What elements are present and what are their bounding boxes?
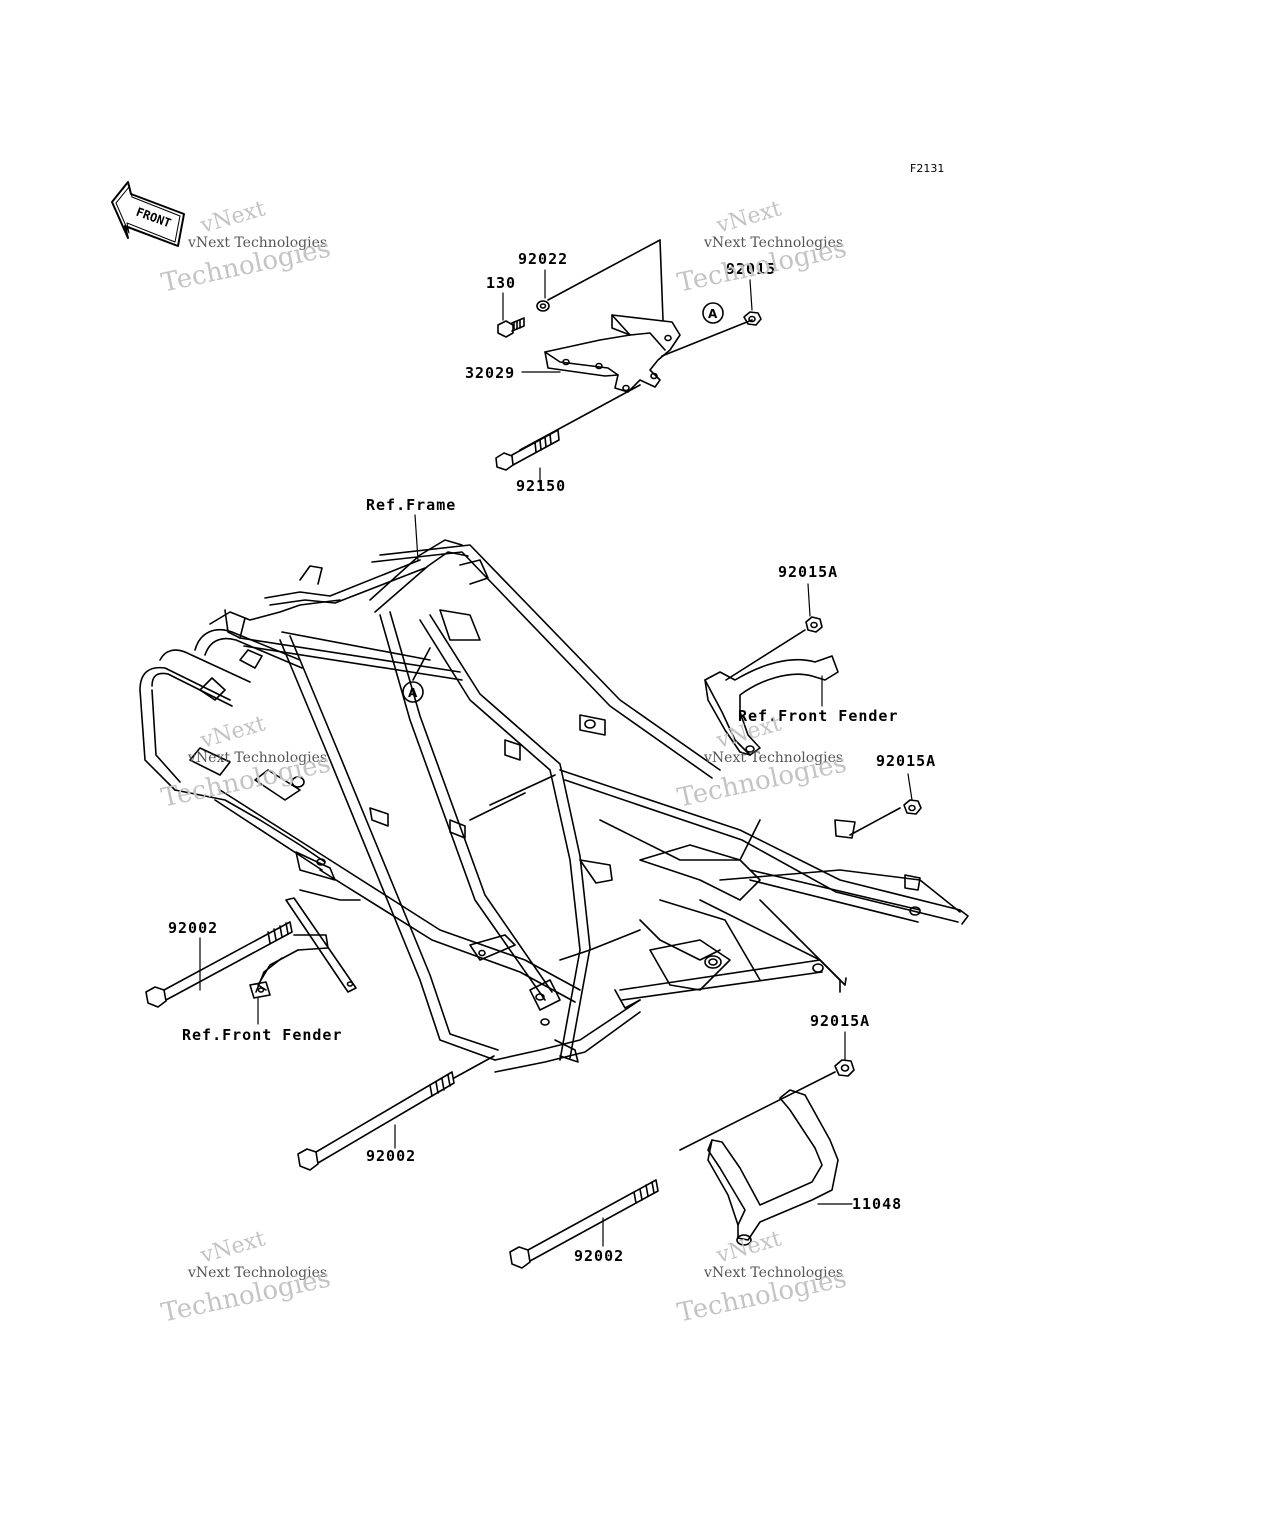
marker-a-top: A [702,302,724,324]
callout-32029: 32029 [465,364,516,382]
callout-92015: 92015 [726,260,777,278]
callout-92015A-lower: 92015A [810,1012,871,1030]
nut-92015A-mid [849,799,922,836]
callout-92022: 92022 [518,250,569,268]
callout-130: 130 [486,274,517,292]
front-arrow-icon: FRONT [111,181,185,247]
atv-frame [139,539,969,1073]
callout-92150: 92150 [516,477,567,495]
bolt-92002-left [145,921,293,1008]
callout-92015A-middle: 92015A [876,752,937,770]
leader-lines [199,269,913,1247]
bolt-92002-center [297,1055,495,1171]
callout-92002-center: 92002 [366,1147,417,1165]
figure-code: F2131 [910,162,945,175]
callout-92002-lower: 92002 [574,1247,625,1265]
callout-92015A-upper: 92015A [778,563,839,581]
bolt-92002-lower [509,1179,659,1269]
callout-ref-front-fender-left: Ref.Front Fender [182,1026,343,1044]
front-fender-bracket-upper [704,616,839,756]
callout-ref-front-fender-right: Ref.Front Fender [738,707,899,725]
engine-mount-11048 [679,1059,855,1246]
callout-92002-left: 92002 [168,919,219,937]
svg-text:A: A [708,307,718,321]
front-fender-bracket-lower [249,897,357,999]
callout-ref-frame: Ref.Frame [366,496,457,514]
bracket-assembly-32029 [495,239,762,471]
callout-11048: 11048 [852,1195,903,1213]
